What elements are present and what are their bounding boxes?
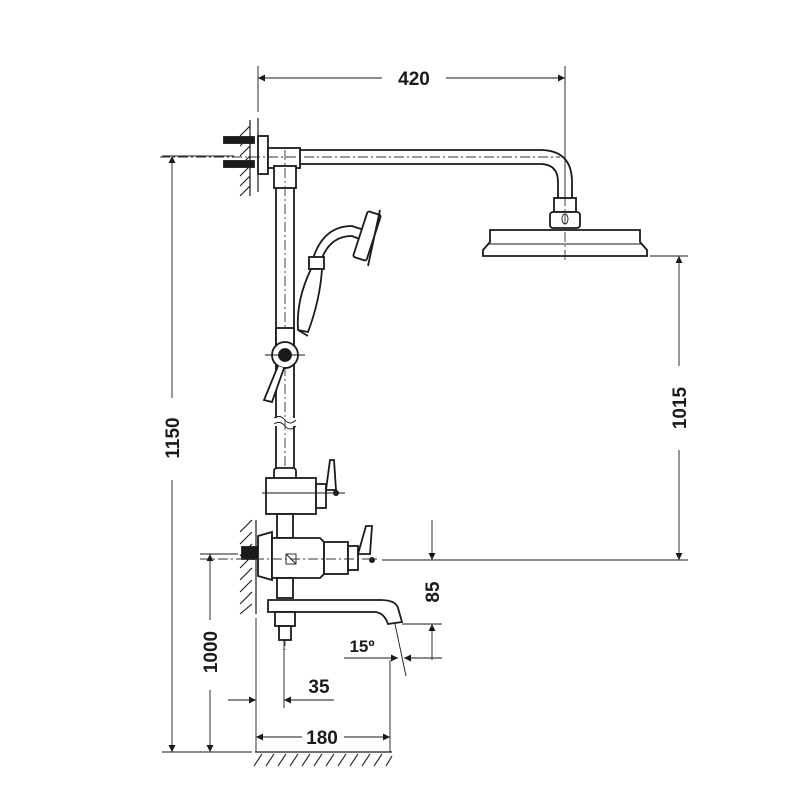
floor-hatch [253,751,393,767]
wall-bottom-hatch [239,519,259,615]
dimension-label-outlet-offset: 35 [308,677,330,698]
dimension-label-total-height: 1150 [163,417,184,458]
dimension-arm-reach: 420 [257,66,566,198]
hand-shower [296,209,382,337]
diverter-valve [262,459,345,539]
dimension-label-arm-reach: 420 [398,69,430,90]
bath-spout [267,599,407,677]
slide-holder [262,327,305,404]
dimension-total-height: 1150 [162,155,252,753]
dimension-label-mixer-height: 1000 [201,631,222,673]
dimension-spout-projection: 180 [256,660,391,752]
dimension-label-spout-angle: 15º [349,637,374,656]
rain-shower-head [482,196,648,262]
dimension-label-spout-drop: 85 [423,581,444,603]
dimension-mixer-height: 1000 [200,553,238,752]
dimension-outlet-offset: 35 [228,618,334,752]
dimension-head-to-mixer: 1015 [382,255,691,561]
dimension-spout-drop: 85 [402,520,444,660]
wall-bracket [223,135,301,189]
dimension-label-spout-projection: 180 [306,728,338,749]
shower-arm [160,149,573,200]
dimension-spout-angle: 15º [344,637,442,662]
thermostatic-mixer [200,525,380,599]
dimension-label-head-to-mixer: 1015 [670,386,691,429]
